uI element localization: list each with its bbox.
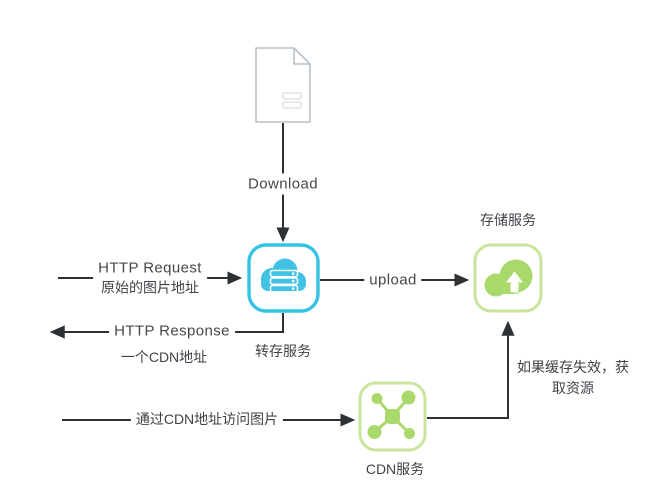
upload-label: upload — [364, 269, 422, 291]
cache-fallback-label: 如果缓存失效，获 取资源 — [513, 357, 633, 399]
http-response-label: HTTP Response — [109, 320, 235, 342]
http-request-label: HTTP Request 原始的图片地址 — [93, 257, 207, 299]
download-label: Download — [243, 173, 323, 195]
cdn-address-label: 一个CDN地址 — [120, 349, 208, 366]
http-request-label-line1: HTTP Request — [98, 259, 202, 277]
cdn-access-label: 通过CDN地址访问图片 — [130, 410, 284, 430]
edge-cache-fallback — [427, 320, 515, 419]
storage-service-icon — [473, 243, 543, 313]
transfer-service-icon — [247, 243, 320, 313]
document-icon — [255, 47, 311, 123]
cache-fallback-label-line1: 如果缓存失效，获 — [517, 359, 629, 375]
cache-fallback-label-line2: 取资源 — [552, 380, 594, 396]
cdn-service-icon — [358, 381, 427, 452]
http-request-label-line2: 原始的图片地址 — [100, 279, 199, 296]
storage-service-label: 存储服务 — [480, 212, 536, 229]
transfer-service-label: 转存服务 — [255, 343, 311, 360]
cdn-service-label: CDN服务 — [365, 461, 425, 478]
